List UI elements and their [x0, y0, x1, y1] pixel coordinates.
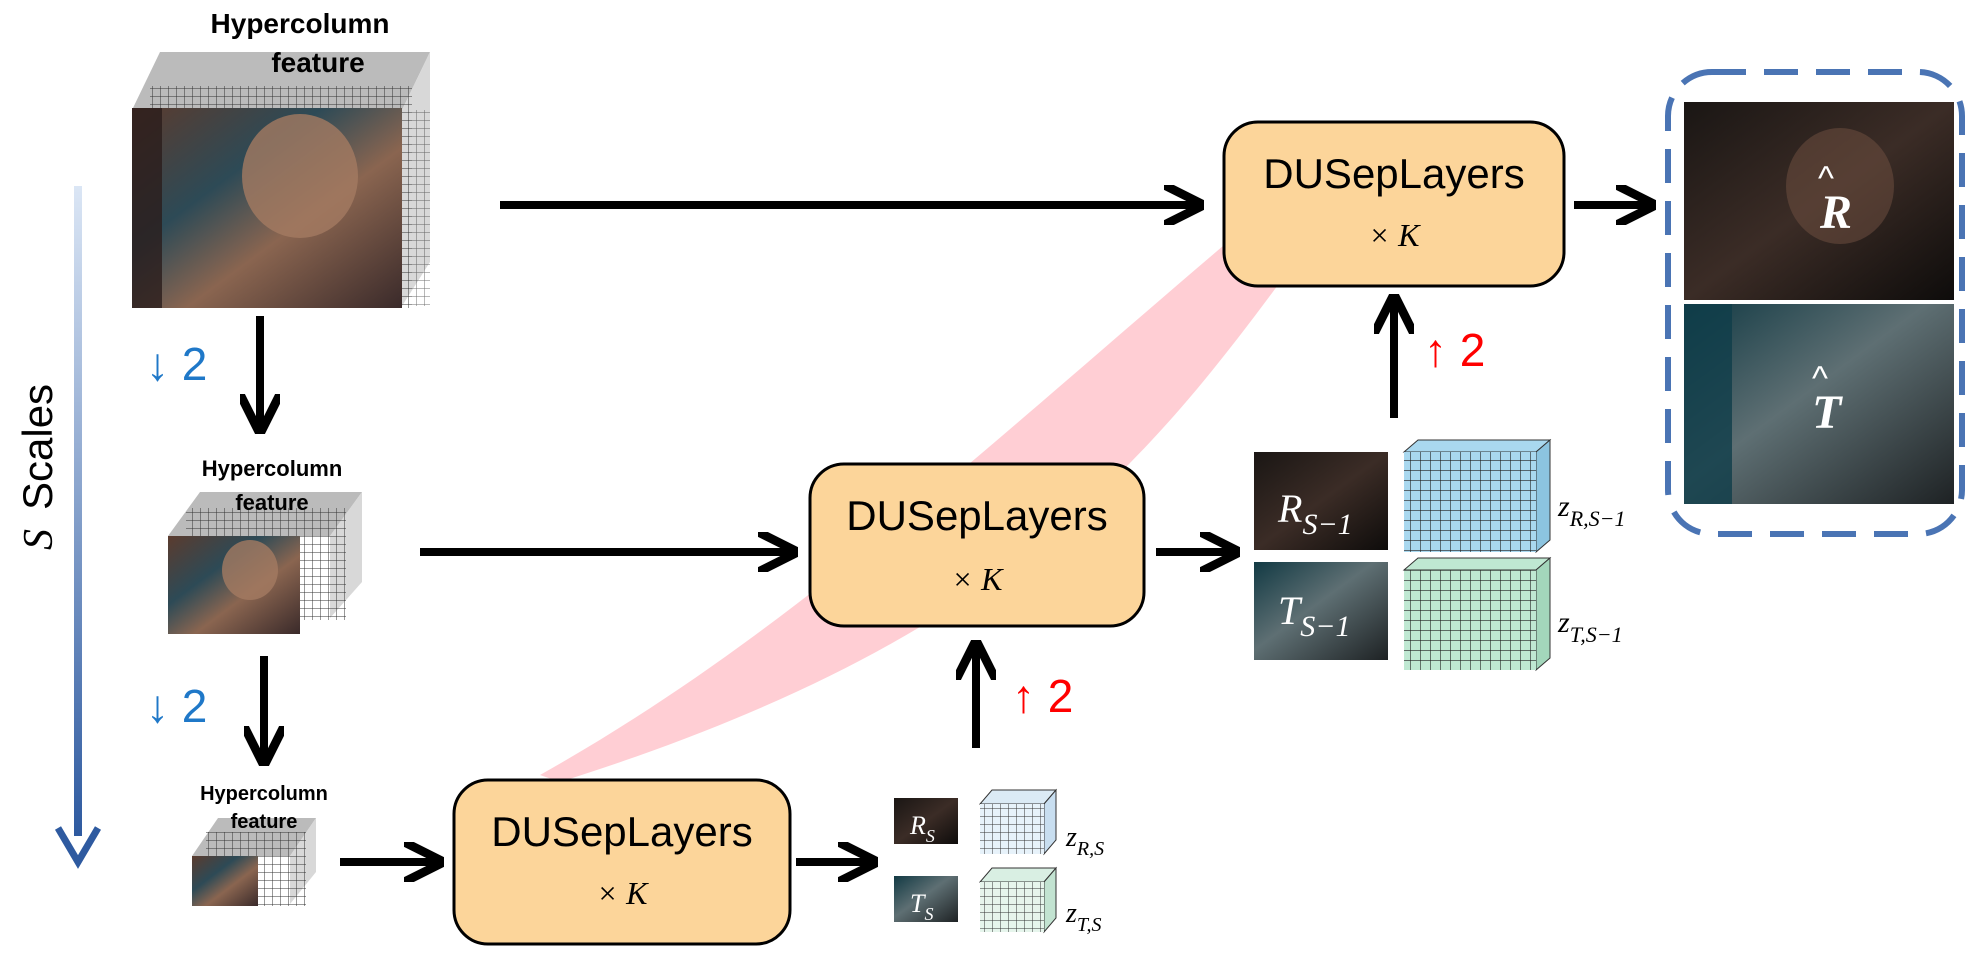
- t-estimate-label-s: TS: [910, 889, 933, 924]
- block-top-title: DUSepLayers: [1263, 150, 1524, 197]
- upsample-label-2: ↑ 2: [1424, 324, 1485, 376]
- r-estimate-image-s-minus-1: [1254, 452, 1388, 550]
- scale-axis-bar: [74, 186, 82, 836]
- hypercolumn-label-medium-line1: Hypercolumn: [202, 456, 343, 481]
- t-estimate-label-s-minus-1: TS−1: [1278, 588, 1351, 643]
- duseplayers-block-top: DUSepLayers × K: [1222, 120, 1566, 288]
- output-reflection-label: R: [1819, 186, 1852, 239]
- final-outputs: R ^ T ^: [1665, 69, 1965, 537]
- z-r-label-s-minus-1: zR,S−1: [1557, 490, 1625, 531]
- block-middle-title: DUSepLayers: [846, 492, 1107, 539]
- z-r-feature-cube-s: [978, 788, 1058, 856]
- downsample-label-1: ↓ 2: [146, 338, 207, 390]
- hypercolumn-feature-small: Hypercolumn feature: [192, 783, 328, 906]
- duseplayers-block-middle: DUSepLayers × K: [808, 462, 1146, 628]
- hypercolumn-label-small-line1: Hypercolumn: [200, 783, 328, 805]
- scale-axis-arrowhead: [54, 826, 102, 869]
- estimates-s: RS TS zR,S zT,S: [894, 788, 1104, 936]
- scale-axis-variable: S: [16, 529, 62, 550]
- estimates-s-minus-1: RS−1 TS−1 zR,S−1 zT,S−1: [1254, 438, 1625, 672]
- hypercolumn-label-small-line2: feature: [231, 811, 298, 833]
- t-estimate-image-s-minus-1: [1254, 562, 1388, 660]
- r-estimate-image-s: [894, 798, 958, 844]
- z-r-label-s: zR,S: [1065, 822, 1104, 860]
- hypercolumn-label-large-line1: Hypercolumn: [211, 8, 390, 39]
- output-reflection-hat: ^: [1818, 160, 1834, 198]
- block-bottom-title: DUSepLayers: [491, 808, 752, 855]
- upsample-label-1: ↑ 2: [1012, 670, 1073, 722]
- output-transmission-label: T: [1812, 386, 1843, 439]
- r-estimate-label-s: RS: [909, 811, 935, 846]
- z-t-feature-cube-s: [978, 866, 1058, 934]
- block-top-repeat: × K: [1369, 217, 1422, 253]
- hypercolumn-feature-medium: Hypercolumn feature: [168, 456, 362, 634]
- hypercolumn-feature-large: Hypercolumn feature: [132, 8, 430, 308]
- r-estimate-label-s-minus-1: RS−1: [1277, 486, 1353, 541]
- block-middle-repeat: × K: [952, 561, 1005, 597]
- z-t-label-s-minus-1: zT,S−1: [1557, 606, 1623, 647]
- duseplayers-block-bottom: DUSepLayers × K: [452, 778, 792, 946]
- z-t-feature-cube-s-minus-1: [1402, 556, 1552, 672]
- scale-axis: S Scales: [14, 186, 102, 869]
- z-t-label-s: zT,S: [1065, 898, 1102, 936]
- scale-axis-label: Scales: [14, 384, 61, 510]
- block-bottom-repeat: × K: [597, 875, 650, 911]
- hypercolumn-label-medium-line2: feature: [235, 490, 308, 515]
- input-image-small: [192, 856, 258, 906]
- t-estimate-image-s: [894, 876, 958, 922]
- downsample-label-2: ↓ 2: [146, 680, 207, 732]
- hypercolumn-label-large-line2: feature: [271, 47, 364, 78]
- output-transmission-hat: ^: [1812, 360, 1828, 398]
- z-r-feature-cube-s-minus-1: [1402, 438, 1552, 554]
